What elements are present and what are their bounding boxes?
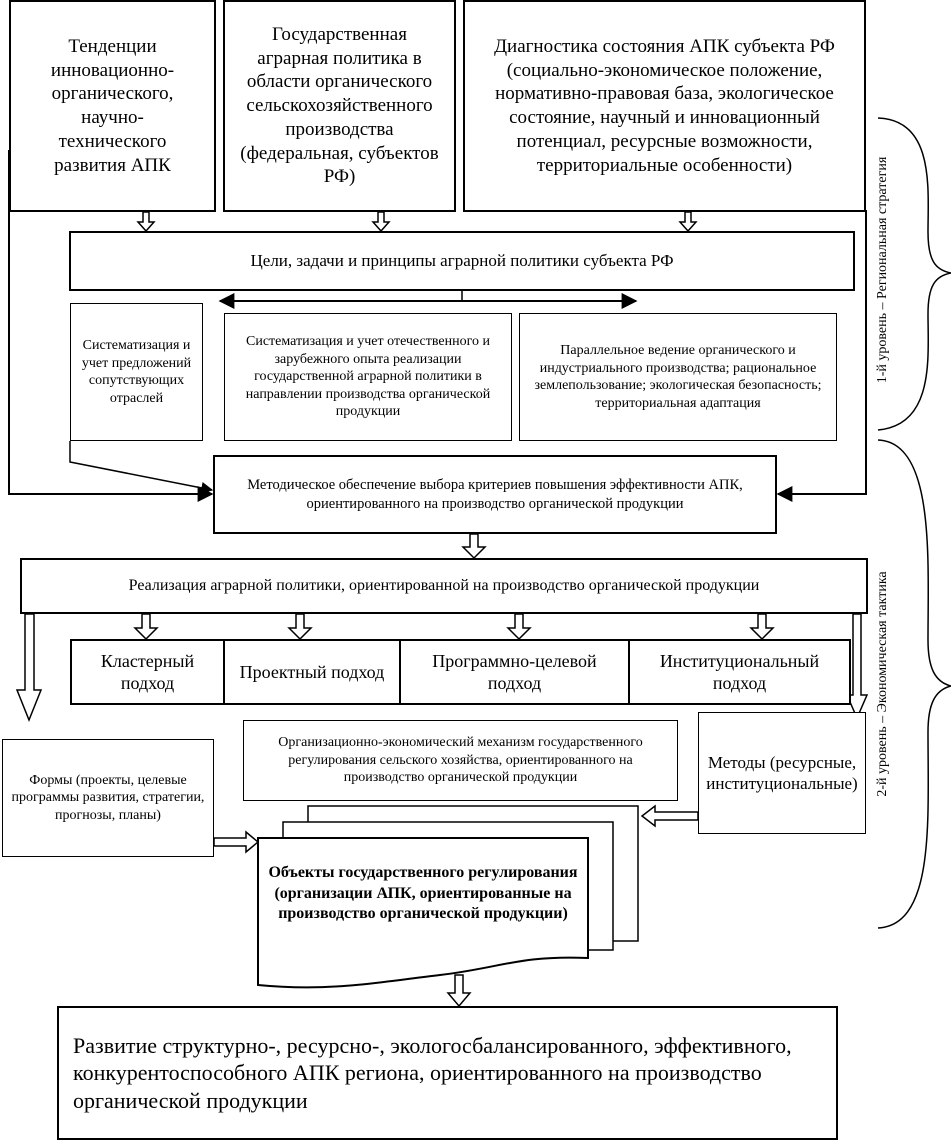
approach-project: Проектный подход: [223, 639, 401, 705]
systematization-to-methodical: [69, 441, 214, 494]
diagnostics-box: Диагностика состояния АПК субъекта РФ (с…: [463, 0, 866, 212]
trends-box: Тенденции инновационно-органического, на…: [9, 0, 216, 212]
methodical-text: Методическое обеспечение выбора критерие…: [247, 477, 743, 512]
methods-text: Методы (ресурсные, институциональные): [706, 752, 858, 793]
approach-institutional: Институциональный подход: [628, 639, 851, 705]
approach-program-text: Программно-целевой подход: [432, 650, 597, 694]
mechanism-box: Организационно-экономический механизм го…: [243, 720, 678, 801]
hollow-arrow: [461, 533, 487, 560]
level2-brace: [877, 439, 951, 929]
hollow-arrow: [133, 613, 775, 641]
outer-frame-right: [776, 210, 867, 502]
development-text: Развитие структурно-, ресурсно-, эколого…: [73, 1032, 792, 1113]
objects-text: Объекты государственного регулирования (…: [268, 864, 578, 923]
forms-box: Формы (проекты, целевые программы развит…: [2, 739, 214, 857]
development-box: Развитие структурно-, ресурсно-, эколого…: [57, 1006, 838, 1140]
methodical-box: Методическое обеспечение выбора критерие…: [213, 455, 777, 534]
trends-text: Тенденции инновационно-органического, на…: [50, 35, 175, 176]
approach-cluster-text: Кластерный подход: [100, 650, 195, 694]
outer-frame-left: [8, 150, 214, 502]
hollow-arrow-to-methods: [845, 613, 869, 720]
diagnostics-text: Диагностика состояния АПК субъекта РФ (с…: [494, 35, 835, 176]
approach-program: Программно-целевой подход: [399, 639, 630, 705]
goals-box: Цели, задачи и принципы аграрной политик…: [69, 231, 855, 291]
experience-text: Систематизация и учет отечественного и з…: [245, 334, 491, 420]
implementation-box: Реализация аграрной политики, ориентиров…: [20, 558, 868, 614]
forms-text: Формы (проекты, целевые программы развит…: [11, 772, 205, 823]
level2-label: 2-й уровень – Экономическая тактика: [875, 571, 890, 797]
implementation-text: Реализация аграрной политики, ориентиров…: [128, 577, 760, 594]
hollow-arrow-forms-to-objects: [213, 830, 260, 854]
policy-box: Государственная аграрная политика в обла…: [223, 0, 456, 212]
experience-box: Систематизация и учет отечественного и з…: [224, 313, 512, 441]
parallel-box: Параллельное ведение органического и инд…: [519, 313, 837, 441]
goals-text: Цели, задачи и принципы аграрной политик…: [250, 251, 674, 271]
mechanism-text: Организационно-экономический механизм го…: [278, 735, 643, 786]
systematization-box: Систематизация и учет предложений сопутс…: [70, 303, 203, 441]
methods-box: Методы (ресурсные, институциональные): [698, 712, 866, 834]
systematization-text: Систематизация и учет предложений сопутс…: [81, 338, 192, 406]
approach-institutional-text: Институциональный подход: [659, 650, 820, 694]
approach-cluster: Кластерный подход: [70, 639, 225, 705]
parallel-text: Параллельное ведение органического и инд…: [534, 343, 822, 411]
objects-document: [257, 837, 589, 989]
level1-label: 1-й уровень – Региональная стратегия: [875, 156, 890, 384]
hollow-arrow-to-forms: [15, 613, 43, 723]
objects-label: Объекты государственного регулирования (…: [262, 842, 584, 946]
hollow-arrow: [136, 211, 698, 233]
hollow-arrow: [446, 974, 472, 1008]
hollow-arrow-methods-to-objects: [640, 804, 699, 828]
approach-project-text: Проектный подход: [239, 661, 385, 682]
policy-text: Государственная аграрная политика в обла…: [240, 23, 439, 188]
